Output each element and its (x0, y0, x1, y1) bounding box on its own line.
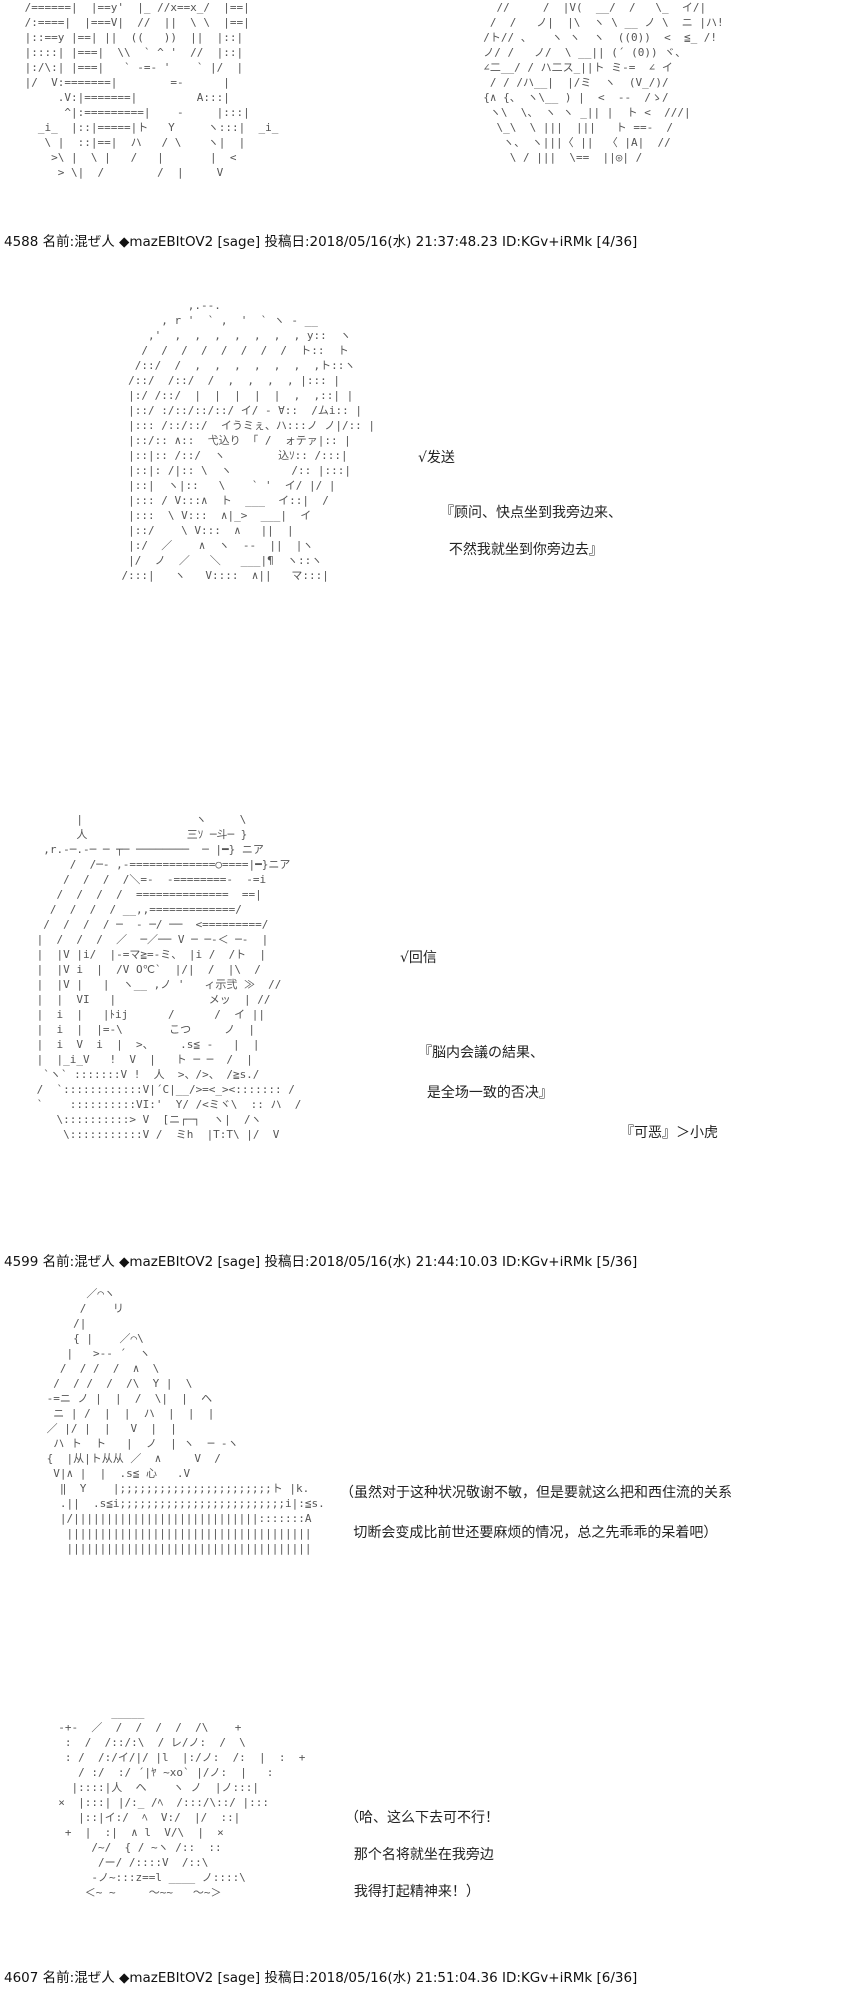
dialogue-reply-label: √回信 (400, 950, 437, 966)
ascii-art-girl-reply: | ヽ \ 人 三ｿ ─斗─ } ,r.-─.-─ ─ ┬─ ──────── … (36, 813, 302, 1141)
dialogue-line: 『顾问、快点坐到我旁边来、 (440, 505, 622, 521)
dialogue-line: 是全场一致的否决』 (418, 1085, 553, 1101)
dialogue-line: 『脳内会議の結果、 (418, 1045, 544, 1061)
dialogue-line: 切断会变成比前世还要麻烦的情况，总之先乖乖的呆着吧） (340, 1525, 718, 1541)
dialogue-line: 『可恶』＞小虎 (620, 1125, 718, 1141)
post-header-4599: 4599 名前:混ぜ人 ◆mazEBItOV2 [sage] 投稿日:2018/… (4, 1254, 638, 1270)
ascii-art-boy-determined: _____ -+- ／ / / / / /\ + : / /::/:\ / レ/… (58, 1706, 306, 1899)
ascii-art-top-left: /======| |==y' |_ //x==x_/ |==| /:====| … (24, 1, 279, 179)
dialogue-line: 那个名将就坐在我旁边 (345, 1847, 494, 1863)
dialogue-line: （虽然对于这种状况敬谢不敏，但是要就这么把和西住流的关系 (340, 1485, 732, 1501)
ascii-art-boy-thinking: ／⌒ヽ / リ /| { | ／⌒\ | >-‐ ´ ヽ / / / / ∧ \… (46, 1287, 325, 1555)
dialogue-line: 不然我就坐到你旁边去』 (440, 542, 603, 558)
dialogue-send-label: √发送 (418, 450, 455, 466)
dialogue-line: （哈、这么下去可不行！ (345, 1810, 499, 1826)
dialogue-line: 我得打起精神来！） (345, 1884, 480, 1900)
post-header-4607: 4607 名前:混ぜ人 ◆mazEBItOV2 [sage] 投稿日:2018/… (4, 1970, 638, 1986)
post-header-4588: 4588 名前:混ぜ人 ◆mazEBItOV2 [sage] 投稿日:2018/… (4, 234, 638, 250)
ascii-art-top-right: // / |V( __/ / \_ イ/| / / ノ| |\ ヽ \ __ ノ… (483, 1, 724, 164)
ascii-art-girl-phone: ,.--. , r ' ` , ' ` ヽ ‐ __ ,' , , , , , … (121, 299, 376, 582)
